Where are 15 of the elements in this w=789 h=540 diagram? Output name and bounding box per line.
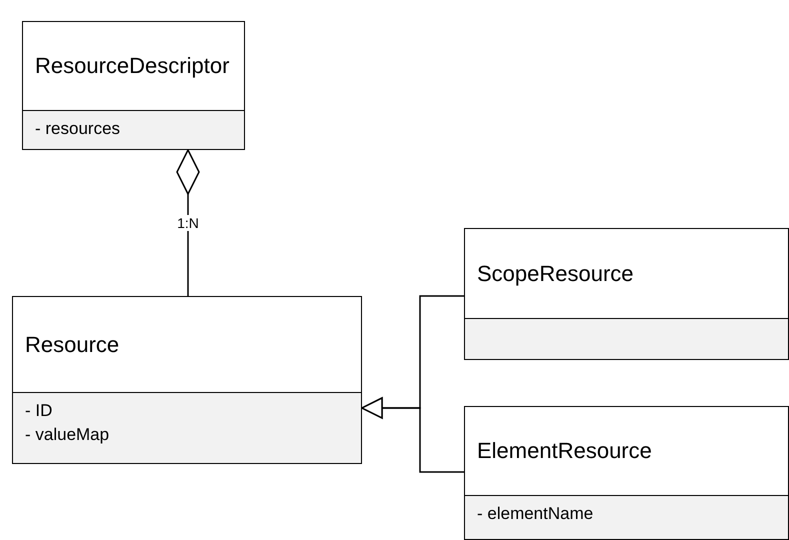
- attribute-text: - elementName: [477, 503, 594, 525]
- class-name: ScopeResource: [477, 260, 634, 286]
- multiplicity-label: 1:N: [175, 215, 201, 231]
- class-name: ResourceDescriptor: [35, 53, 230, 79]
- class-name: Resource: [25, 332, 120, 358]
- class-box: [464, 406, 789, 540]
- attribute-text: - ID: [25, 400, 52, 422]
- class-box: [12, 296, 362, 464]
- attribute-text: - valueMap: [25, 424, 110, 446]
- class-name: ElementResource: [477, 438, 652, 464]
- inheritance-arrow: [361, 397, 464, 473]
- aggregation-line: [176, 149, 200, 296]
- attribute-text: - resources: [35, 118, 120, 140]
- class-box: [464, 228, 789, 360]
- class-box: [22, 21, 245, 150]
